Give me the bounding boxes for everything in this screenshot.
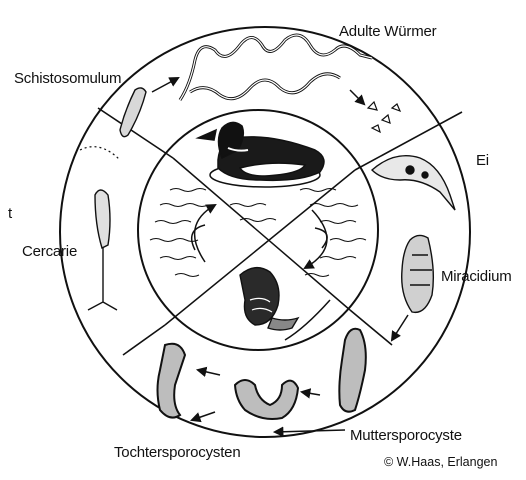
water-waves bbox=[150, 189, 366, 277]
miracidium-drawing bbox=[402, 235, 434, 312]
label-egg: Ei bbox=[476, 152, 489, 169]
label-cercaria: Cercarie bbox=[22, 243, 77, 260]
adult-worms bbox=[180, 35, 372, 100]
ei-drawing bbox=[372, 156, 455, 210]
label-daughter-sporocysts: Tochtersporocysten bbox=[114, 444, 240, 461]
label-adult-worms: Adulte Würmer bbox=[339, 23, 436, 40]
schistosomulum-drawing bbox=[120, 88, 146, 137]
cercaria-drawing bbox=[88, 190, 117, 310]
label-edge-fragment: t bbox=[8, 205, 12, 222]
snail-host bbox=[240, 268, 298, 330]
label-mother-sporocyst: Muttersporocyste bbox=[350, 427, 462, 444]
mother-sporocyst-drawing bbox=[339, 329, 365, 412]
daughter-sporocysts-drawing bbox=[158, 344, 299, 419]
label-miracidium: Miracidium bbox=[441, 268, 512, 285]
label-schistosomulum: Schistosomulum bbox=[14, 70, 121, 87]
dotted-trace bbox=[80, 147, 120, 160]
credit-line: © W.Haas, Erlangen bbox=[384, 455, 497, 469]
outer-ring bbox=[60, 27, 470, 437]
eggs bbox=[368, 102, 400, 132]
duck-host bbox=[198, 122, 324, 187]
